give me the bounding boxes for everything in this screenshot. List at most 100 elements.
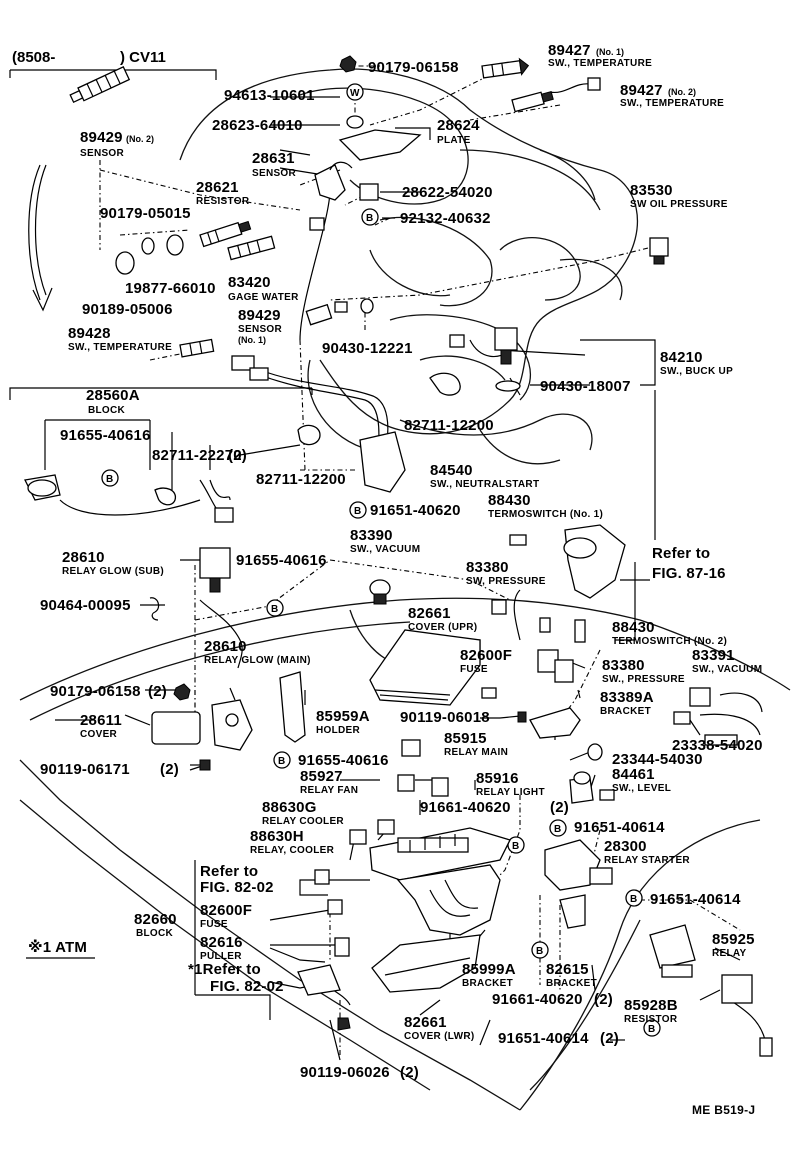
bracket-83389a-drawing <box>529 707 581 739</box>
label-89427-no1-name: SW., TEMPERATURE <box>548 58 652 69</box>
label-90179-06158: 90179-06158 <box>368 59 459 76</box>
label-28623: 28623-64010 <box>212 117 303 134</box>
wiring-harness <box>59 189 766 1041</box>
label-refer-82a-line2: FIG. 82-02 <box>200 879 274 896</box>
label-83389a: 83389A <box>600 689 654 706</box>
circle-b-91655-40616c <box>273 751 291 769</box>
clamp-82711-12200b-drawing <box>297 424 321 446</box>
label-82616: 82616 <box>200 934 243 951</box>
label-82661-upr-name: COVER (UPR) <box>408 622 477 633</box>
circle-b-91651-40620-label: B <box>354 506 361 517</box>
label-refer-82a-line1: Refer to <box>200 863 258 880</box>
label-85959a-name: HOLDER <box>316 725 360 736</box>
label-92132: 92132-40632 <box>400 210 491 227</box>
label-82711-12200a: 82711-12200 <box>404 417 494 434</box>
direction-arrow <box>28 164 53 312</box>
adapter-19877-drawing <box>166 234 184 256</box>
label-89427-no1-no: (No. 1) <box>596 47 624 57</box>
label-91661-40620a-qty: (2) <box>550 799 569 816</box>
label-28560a-name: BLOCK <box>88 405 126 416</box>
circle-b-92132-label: B <box>366 213 373 224</box>
circle-b-91651-40620 <box>349 501 367 519</box>
label-85925-name: RELAY <box>712 948 747 959</box>
label-28621: 28621 <box>196 179 239 196</box>
circle-b-91651-40614a-label: B <box>554 824 561 835</box>
label-84461-name: SW., LEVEL <box>612 783 671 794</box>
circle-b-91655-40616b <box>266 599 284 617</box>
label-89429-no1: 89429 <box>238 307 281 324</box>
label-91661-40620a: 91661-40620 <box>420 799 511 816</box>
header-code-suffix: ) CV11 <box>120 49 166 66</box>
label-89427-no1: 89427 <box>548 42 591 59</box>
label-91651-40614c: 91651-40614 <box>498 1030 589 1047</box>
label-91655-40616a: 91655-40616 <box>60 427 151 444</box>
label-88630g-name: RELAY COOLER <box>262 816 344 827</box>
label-23344: 23344-54030 <box>612 751 703 768</box>
puller-82616-drawing <box>334 937 350 957</box>
circle-b-91651-40614a <box>549 819 567 837</box>
circle-b-91651-40614b <box>625 889 643 907</box>
label-83530: 83530 <box>630 182 673 199</box>
label-83390: 83390 <box>350 527 393 544</box>
connector-84210-drawing <box>449 334 465 348</box>
label-85999a-name: BRACKET <box>462 978 513 989</box>
circle-b-91655-40616b-label: B <box>271 604 278 615</box>
relay-88630h-drawing <box>349 829 367 845</box>
fuse-82600f-a-drawing <box>481 687 497 699</box>
clamp-82711-22270-drawing <box>154 487 177 506</box>
resistor-28621-drawing <box>199 220 252 248</box>
switch-84210-drawing <box>494 327 518 365</box>
label-88630h: 88630H <box>250 828 304 845</box>
label-28624: 28624 <box>437 117 480 134</box>
label-85927: 85927 <box>300 768 343 785</box>
label-90464: 90464-00095 <box>40 597 131 614</box>
label-28300-name: RELAY STARTER <box>604 855 690 866</box>
label-91655-40616c: 91655-40616 <box>298 752 389 769</box>
label-84210: 84210 <box>660 349 703 366</box>
label-82600f-b: 82600F <box>200 902 252 919</box>
label-88630g: 88630G <box>262 799 317 816</box>
part-fig82-02b-drawing <box>297 964 341 996</box>
sensor-89429-no1-tip <box>334 301 348 313</box>
label-85999a: 85999A <box>462 961 516 978</box>
resistor-85928b-drawing <box>721 974 753 1004</box>
label-82600f-a-name: FUSE <box>460 664 488 675</box>
circle-w <box>346 83 364 101</box>
switch-88430-no1-drawing <box>509 534 527 546</box>
egr-valve-drawing <box>564 524 626 599</box>
label-refer-82b-line2: FIG. 82-02 <box>210 978 284 995</box>
switch-83391-drawing <box>689 687 711 707</box>
label-84540: 84540 <box>430 462 473 479</box>
label-85915-name: RELAY MAIN <box>444 747 508 758</box>
circle-b-82615-label: B <box>536 946 543 957</box>
label-89427-no2-no: (No. 2) <box>668 87 696 97</box>
harness-connector-2 <box>249 367 269 381</box>
label-28610-sub: 28610 <box>62 549 105 566</box>
label-83391-name: SW., VACUUM <box>692 664 762 675</box>
label-90430-18007: 90430-18007 <box>540 378 631 395</box>
label-82615: 82615 <box>546 961 589 978</box>
part-fig82-02a-drawing <box>314 869 330 885</box>
nut-90179-b-drawing <box>173 683 191 701</box>
label-28611: 28611 <box>80 712 122 729</box>
label-91661-40620b: 91661-40620 <box>492 991 583 1008</box>
circle-b-91661-40620a-label: B <box>512 841 519 852</box>
clamp-82711-12200a-drawing <box>429 372 461 396</box>
label-88430-no2-name: TERMOSWITCH (No. 2) <box>612 636 727 647</box>
label-85928b-name: RESISTOR <box>624 1014 678 1025</box>
label-88430-no1: 88430 <box>488 492 531 509</box>
header-code: (8508- ) CV11 <box>9 49 217 80</box>
label-85928b: 85928B <box>624 997 678 1014</box>
label-89429-no1-no: (No. 1) <box>238 335 266 345</box>
label-85916-name: RELAY LIGHT <box>476 787 545 798</box>
switch-84540-drawing <box>359 431 406 493</box>
cover-82661-lwr-drawing <box>371 934 481 993</box>
relay-85927-drawing <box>397 774 415 792</box>
label-85915: 85915 <box>444 730 487 747</box>
label-94613: 94613-10601 <box>224 87 315 104</box>
label-83530-name: SW OIL PRESSURE <box>630 199 728 210</box>
cover-28611-drawing <box>151 711 201 745</box>
label-90179-06158b-qty: (2) <box>148 683 167 700</box>
label-84461: 84461 <box>612 766 655 783</box>
label-90179-06158b: 90179-06158 <box>50 683 141 700</box>
